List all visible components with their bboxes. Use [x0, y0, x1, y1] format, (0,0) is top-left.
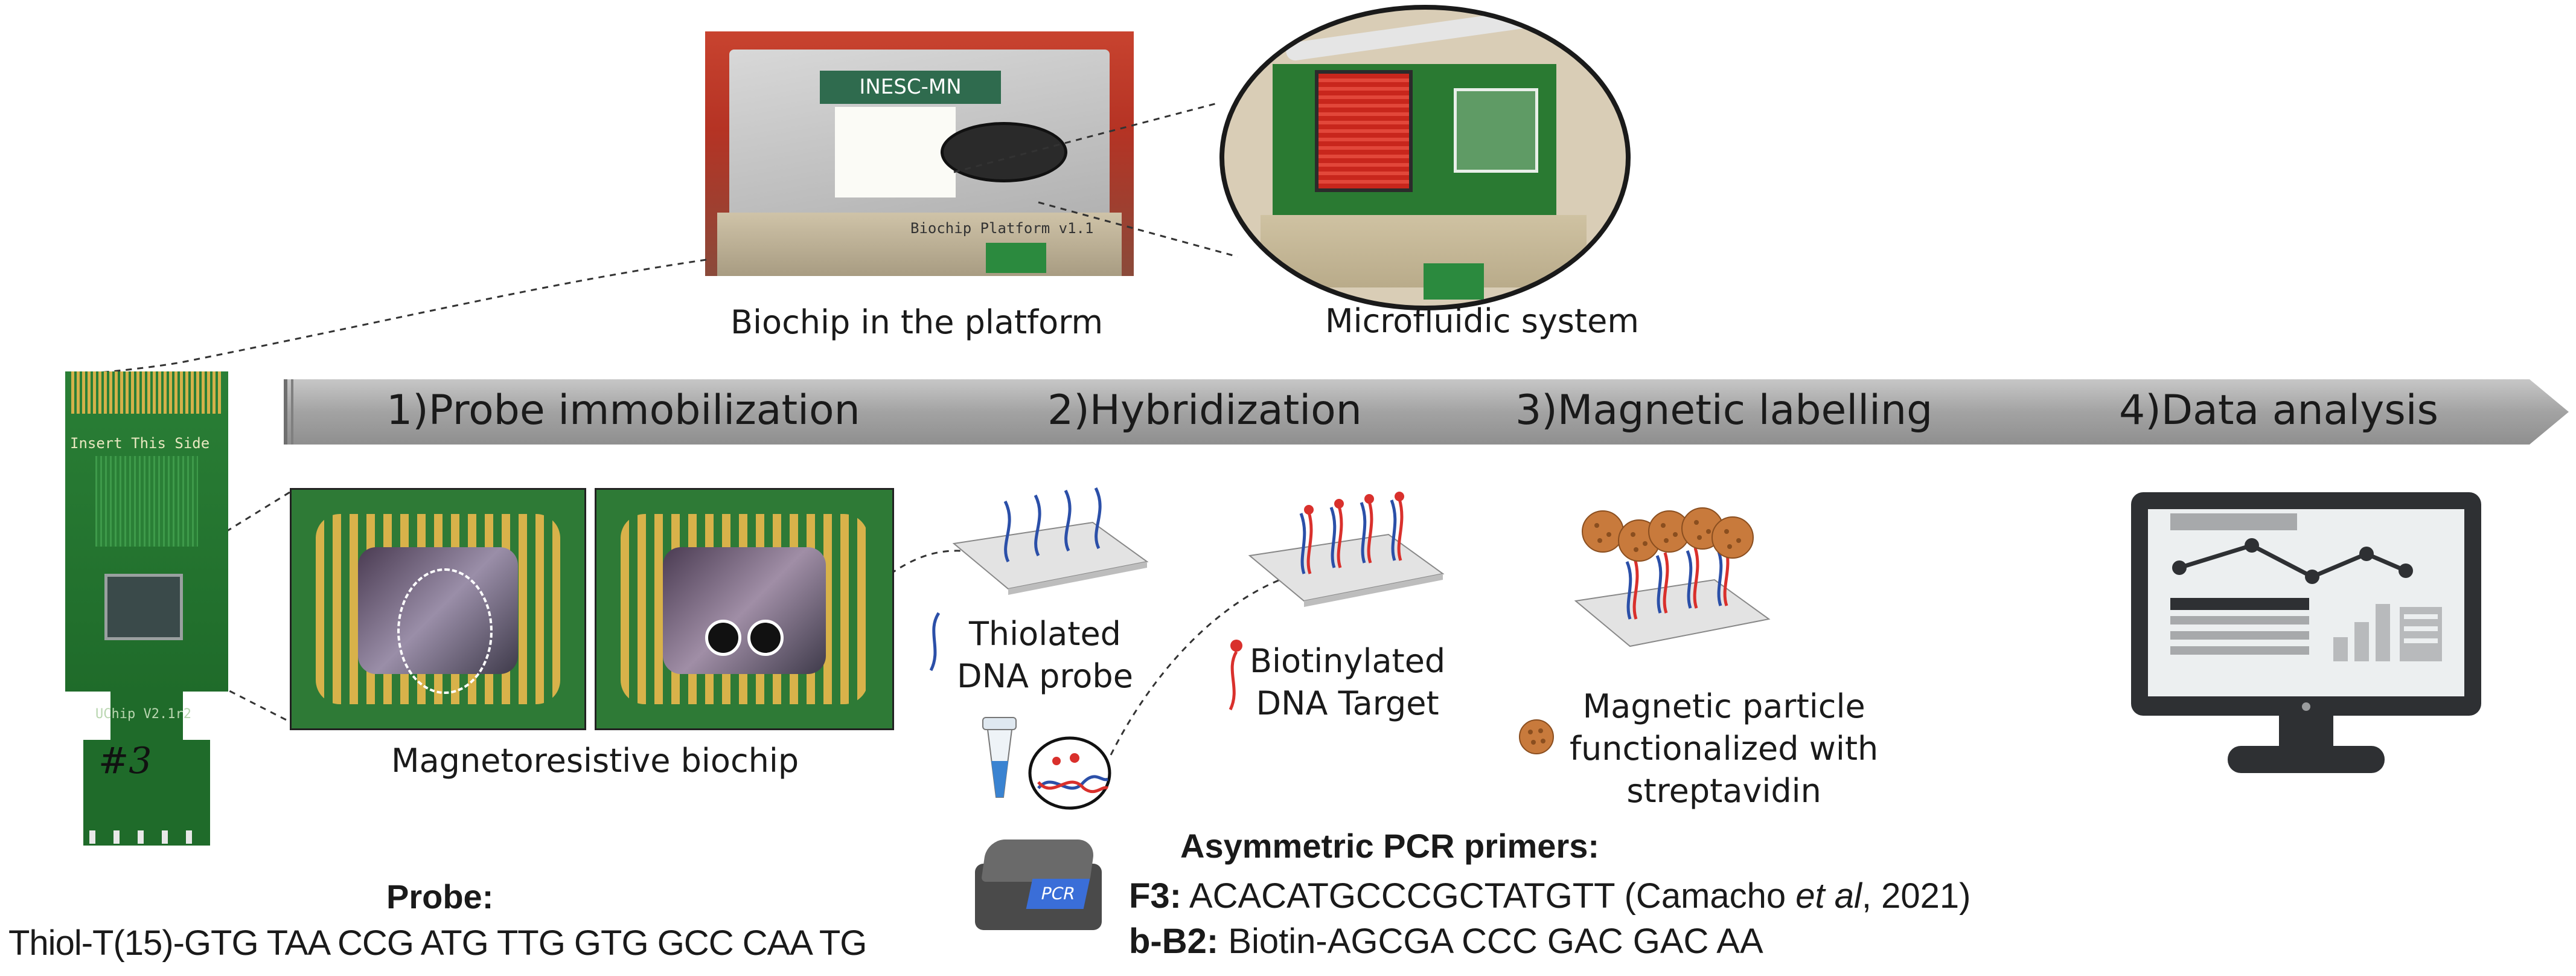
- biochip-caption: Magnetoresistive biochip: [391, 742, 799, 780]
- thiolated-label: Thiolated DNA probe: [957, 615, 1133, 695]
- biotinylated-target-slide: [1248, 492, 1445, 607]
- chip-mark: #3: [98, 740, 152, 782]
- microfluidic-photo: [1219, 5, 1631, 310]
- biochip-board: Insert This Side UChip V2.1r2 #3: [65, 371, 228, 846]
- biochip-closeup-2: [595, 488, 894, 730]
- primer-f3-sequence: ACACATGCCCGCTATGTT (Camacho: [1189, 876, 1796, 916]
- pcr-machine-icon: PCR: [975, 821, 1102, 936]
- thiolated-probe-icon: [929, 612, 941, 672]
- primer-f3-label: F3:: [1129, 876, 1181, 916]
- primer-f3-year: , 2021): [1861, 876, 1971, 916]
- platform-caption: Biochip in the platform: [730, 303, 1104, 341]
- pcr-display: PCR: [1026, 879, 1090, 909]
- primer-b2-label: b-B2:: [1129, 922, 1219, 961]
- magnetic-particle-icon: [1519, 719, 1554, 754]
- monitor-icon: [2131, 492, 2481, 773]
- dna-zoom-circle: [1028, 736, 1111, 810]
- sensor-die: [104, 574, 183, 640]
- microfluidic-caption: Microfluidic system: [1325, 302, 1639, 340]
- pcr-tube-icon: [982, 717, 1017, 798]
- step-hybridization: 2)Hybridization: [1047, 387, 1362, 434]
- step-probe-immobilization: 1)Probe immobilization: [386, 387, 860, 434]
- platform-photo: INESC-MN Biochip Platform v1.1: [705, 31, 1134, 276]
- primer-b2-sequence: Biotin-AGCGA CCC GAC GAC AA: [1228, 922, 1763, 961]
- coil-icon: [1315, 70, 1413, 192]
- primer-b2: b-B2: Biotin-AGCGA CCC GAC GAC AA: [1129, 921, 1763, 962]
- probe-sequence: Thiol-T(15)-GTG TAA CCG ATG TTG GTG GCC …: [8, 923, 867, 963]
- primers-title: Asymmetric PCR primers:: [1180, 827, 1600, 865]
- primer-f3: F3: ACACATGCCCGCTATGTT (Camacho et al, 2…: [1129, 876, 1971, 916]
- chip-version-text: UChip V2.1r2: [95, 707, 191, 722]
- process-arrow: [284, 379, 2569, 445]
- biotinylated-label: Biotinylated DNA Target: [1250, 642, 1446, 722]
- chip-insert-text: Insert This Side: [70, 435, 210, 452]
- biotinylated-target-icon: [1229, 640, 1242, 711]
- primer-f3-etal: et al: [1795, 876, 1862, 916]
- biochip-closeup-1: [290, 488, 586, 730]
- box-brand-label: INESC-MN: [820, 71, 1001, 104]
- step-data-analysis: 4)Data analysis: [2119, 387, 2439, 434]
- platform-front-text: Biochip Platform v1.1: [910, 220, 1094, 237]
- magnetic-particle-label: Magnetic particle functionalized with st…: [1570, 687, 1879, 810]
- step-magnetic-labelling: 3)Magnetic labelling: [1515, 387, 1933, 434]
- thiolated-probe-slide: [952, 487, 1149, 595]
- probe-title: Probe:: [386, 878, 494, 916]
- magnetic-labelling-slide: [1574, 507, 1771, 647]
